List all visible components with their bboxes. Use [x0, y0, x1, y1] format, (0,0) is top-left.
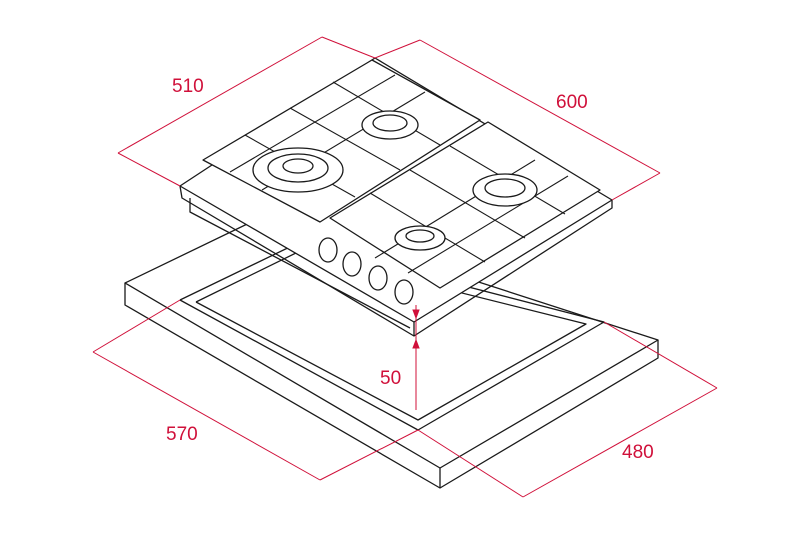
dimension-label-570: 570 — [166, 424, 198, 445]
dimension-label-480: 480 — [622, 442, 654, 463]
dimension-label-600: 600 — [556, 92, 588, 113]
dimension-lines — [92, 36, 718, 498]
dimension-label-50: 50 — [380, 368, 402, 389]
dimension-label-510: 510 — [172, 76, 204, 97]
hob — [179, 57, 613, 337]
control-knobs — [318, 237, 414, 305]
